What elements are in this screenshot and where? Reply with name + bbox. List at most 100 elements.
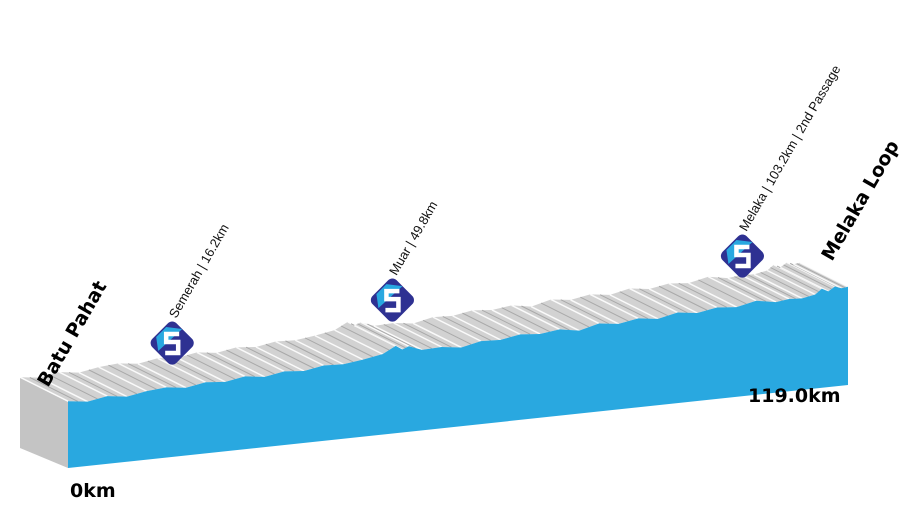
surface-stripe [157, 357, 206, 383]
sprint-marker-2 [370, 278, 414, 322]
sprint-marker-1 [150, 321, 194, 365]
surface-stripe [108, 364, 157, 390]
surface-stripe [501, 307, 550, 333]
surface-stripe [609, 294, 659, 320]
surface-stripe [481, 309, 531, 335]
surface-stripe [698, 279, 747, 305]
surface-stripe [285, 340, 334, 366]
surface-stripe [521, 305, 570, 331]
surface-stripe [560, 299, 609, 325]
surface-stripe [783, 264, 832, 290]
surface-stripe [550, 298, 600, 325]
surface-stripe [648, 288, 698, 314]
surface-stripe [491, 309, 541, 335]
surface-stripe [88, 369, 138, 395]
surface-stripe [793, 263, 842, 289]
surface-stripe [717, 276, 767, 302]
surface-stripe [117, 362, 167, 389]
surface-stripe [432, 316, 482, 342]
surface-stripe [294, 339, 344, 365]
surface-stripe [58, 371, 108, 397]
surface-stripe [540, 302, 590, 328]
surface-stripe [688, 282, 737, 308]
surface-stripe [766, 269, 816, 296]
surface-stripe [360, 321, 410, 347]
surface-stripe [226, 349, 275, 375]
surface-stripe [196, 351, 246, 378]
surface-stripe [137, 363, 187, 389]
surface-stripe [511, 304, 560, 331]
surface-stripe [235, 346, 285, 373]
surface-stripe [265, 343, 315, 369]
surface-stripe [734, 276, 783, 301]
surface-stripe [707, 276, 757, 302]
surface-stripe [471, 309, 521, 336]
profile-left-wall [20, 378, 68, 468]
surface-stripe [780, 266, 829, 293]
sprint-label: Melaka | 103.2km | 2nd Passage [736, 62, 843, 233]
surface-stripe [39, 376, 88, 403]
surface-stripe [275, 340, 324, 367]
surface-stripe [747, 274, 796, 300]
surface-stripe [639, 288, 688, 314]
surface-stripe [367, 323, 416, 349]
surface-stripe [373, 325, 423, 351]
start-km-label: 0km [70, 480, 116, 502]
surface-stripe [255, 346, 305, 372]
surface-stripe [786, 261, 836, 288]
surface-stripe [49, 374, 98, 400]
surface-stripe [186, 354, 236, 380]
surface-stripe [629, 287, 678, 314]
elevation-profile-area [68, 286, 848, 468]
surface-stripe [570, 299, 619, 325]
surface-stripe [314, 334, 364, 361]
surface-stripe [304, 337, 354, 363]
surface-stripe [357, 323, 406, 349]
surface-stripe [799, 262, 849, 288]
surface-stripe [98, 366, 147, 392]
surface-stripe [245, 346, 295, 372]
profile-back-layer [19, 261, 849, 403]
surface-stripe [770, 267, 819, 293]
surface-stripe [353, 324, 403, 351]
surface-stripe [422, 319, 472, 345]
profile-front-layer [68, 286, 848, 468]
surface-stripe [324, 332, 374, 358]
surface-stripe [740, 274, 790, 300]
surface-stripe [19, 376, 69, 402]
surface-stripe [462, 312, 511, 338]
surface-stripe [383, 324, 433, 349]
surface-stripe [442, 316, 491, 341]
surface-stripe [334, 329, 383, 355]
surface-stripe [619, 291, 668, 317]
end-km-label: 119.0km [748, 385, 841, 407]
surface-stripe [668, 282, 718, 309]
surface-stripe [760, 272, 809, 297]
surface-stripe [68, 371, 118, 397]
surface-stripe [176, 357, 226, 383]
sprint-s-glyph [163, 331, 181, 356]
surface-stripe [678, 282, 727, 308]
surface-stripe [753, 273, 803, 300]
surface-stripe [796, 263, 845, 288]
surface-stripe [452, 315, 501, 341]
surface-stripe [530, 305, 580, 332]
surface-stripe [658, 285, 708, 311]
finish-town-label: Melaka Loop [817, 137, 904, 265]
surface-stripe [29, 376, 79, 402]
surface-stripe [206, 352, 256, 378]
sprint-s-glyph [734, 244, 751, 269]
surface-stripe [403, 322, 452, 348]
surface-stripe [340, 325, 390, 351]
surface-stripe [589, 293, 639, 320]
sprint-label: Muar | 49.8km [386, 198, 440, 277]
surface-stripe [599, 294, 649, 320]
surface-stripe [727, 277, 777, 303]
sprint-s-glyph [384, 288, 401, 313]
sprint-label: Semerah | 16.2km [166, 221, 232, 320]
surface-stripe [412, 322, 462, 349]
surface-stripe [393, 322, 442, 348]
sprint-marker-3 [720, 234, 764, 278]
surface-stripe [78, 371, 128, 398]
